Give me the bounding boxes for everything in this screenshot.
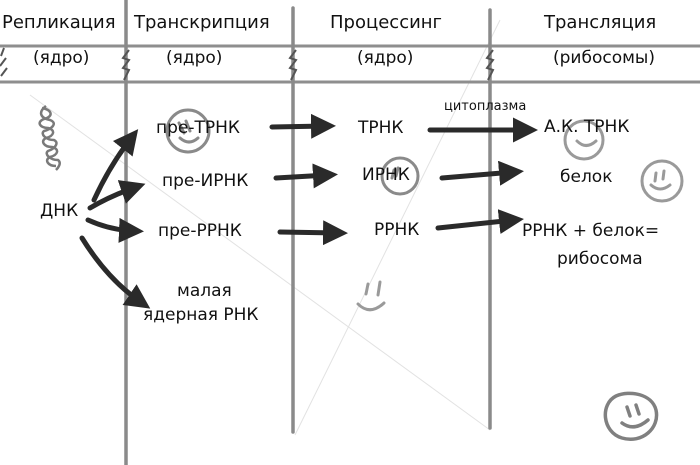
faint-diagonal-line [29,94,491,431]
header-transcription: Транскрипция [134,12,270,33]
smiley-icon [380,156,420,196]
node-pre-irna: пре-ИРНК [162,171,249,191]
zigzag-mark [0,47,8,77]
smiley-icon [165,108,211,154]
node-ribosome-line2: рибосома [557,249,643,269]
header-replication-location: (ядро) [33,48,90,68]
header-transcription-location: (ядро) [166,48,223,68]
zigzag-mark [288,49,298,81]
node-dna: ДНК [40,201,79,221]
smiley-icon [563,119,605,161]
header-processing: Процессинг [330,12,443,33]
arrow-pre-irna-to-irna [273,163,338,189]
node-trna: ТРНК [358,118,404,138]
node-irna: ИРНК [362,165,410,185]
arrow-dna-to-pre-trna [91,129,139,203]
arrow-dna-to-pre-rrna [85,217,144,243]
dna-helix-icon [38,105,61,171]
node-rrna: РРНК [374,220,420,240]
header-translation: Трансляция [544,12,657,33]
arrow-rrna-to-ribosome [435,209,524,235]
arrow-pre-trna-to-trna [269,113,336,139]
arrow-dna-to-pre-irna [87,180,146,211]
header-translation-location: (рибосомы) [553,48,655,68]
node-protein: белок [560,167,613,187]
construction-lines [29,19,501,436]
break-marks [0,47,495,81]
smiley-icon [603,391,659,442]
arrow-irna-to-protein [439,160,524,186]
node-pre-trna: пре-ТРНК [156,118,240,138]
faint-diagonal-line [294,19,501,436]
node-snrna-line2: ядерная РНК [143,305,259,325]
arrow-dna-to-snrna [79,235,151,309]
arrow-pre-rrna-to-rrna [277,220,348,246]
node-snrna-line1: малая [177,281,232,301]
node-pre-rrna: пре-РРНК [158,221,242,241]
smiley-icon [356,280,386,312]
flow-arrows [79,113,538,309]
zigzag-mark [121,49,131,81]
node-aa-trna: А.К. ТРНК [544,117,630,137]
label-cytoplasm: цитоплазма [444,99,527,114]
smiley-icon [640,159,684,203]
header-processing-location: (ядро) [357,48,414,68]
node-ribosome-line1: РРНК + белок= [522,221,660,241]
header-rows [0,44,700,84]
zigzag-mark [485,49,495,81]
header-replication: Репликация [2,12,116,33]
